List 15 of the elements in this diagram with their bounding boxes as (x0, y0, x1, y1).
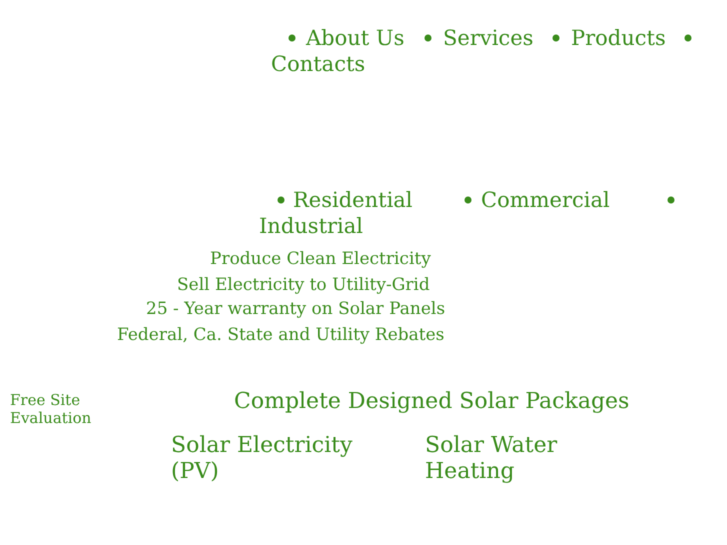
menu-link: Products (571, 26, 666, 52)
service-title: Solar Electricity (PV) (171, 433, 354, 486)
menu-link: Services (443, 26, 534, 52)
feature-item: Free Site Evaluation (10, 391, 92, 427)
feature-item: Federal, Ca. State and Utility Rebates (117, 325, 444, 346)
service-title: Solar Water Heating (425, 433, 558, 486)
heading-text: Complete Designed Solar Packages (234, 389, 630, 416)
menu-link: Industrial (259, 214, 363, 240)
feature-item: 25 - Year warranty on Solar Panels (146, 299, 446, 320)
menu-link: Residential (293, 188, 413, 214)
menu-link: Commercial (481, 188, 610, 214)
feature-item: Sell Electricity to Utility-Grid (177, 275, 430, 296)
feature-item: Produce Clean Electricity (210, 249, 431, 270)
menu-link: About Us (306, 26, 404, 52)
menu-link: Contacts (271, 52, 366, 78)
